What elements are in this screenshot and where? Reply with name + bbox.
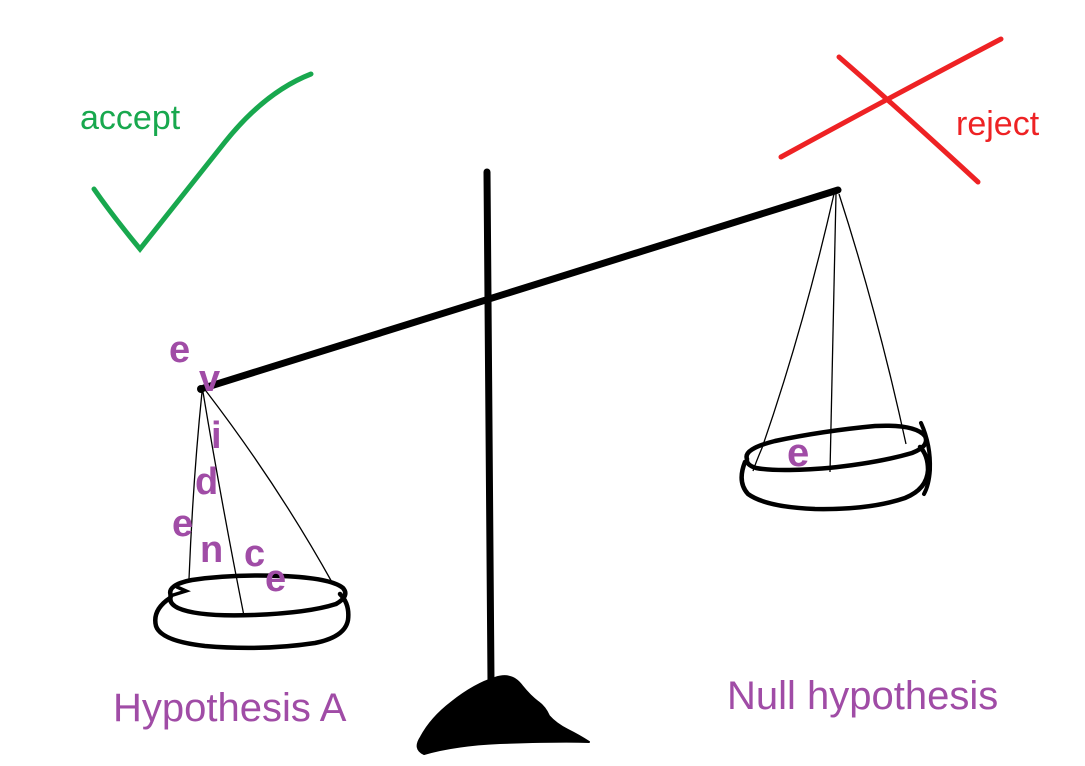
left-pan-body-outline <box>153 591 351 651</box>
left-pan-rim-hook <box>168 585 191 598</box>
x-cross-icon-stroke-1 <box>836 54 981 185</box>
evidence-letter-e3: e <box>265 558 286 600</box>
right-pan-group <box>739 193 933 512</box>
left-pan-string-right <box>205 390 334 585</box>
right-pan-string-left <box>752 193 835 472</box>
left-pan-rim-outline <box>167 573 348 618</box>
left-pan-label: Hypothesis A <box>113 686 347 730</box>
right-pan-label: Null hypothesis <box>727 674 998 718</box>
checkmark-icon <box>91 71 314 253</box>
reject-annotation: reject <box>778 36 1040 185</box>
center-post <box>483 168 495 686</box>
accept-annotation: accept <box>80 71 314 253</box>
scale-stand <box>197 168 842 755</box>
evidence-letter-n: n <box>200 529 223 571</box>
beam-line <box>200 186 842 392</box>
right-pan-letter-e: e <box>787 431 809 475</box>
right-pan-string-middle <box>829 193 837 473</box>
evidence-letter-e1: e <box>169 329 190 371</box>
evidence-letter-v: v <box>199 358 220 400</box>
left-beam-knot-dot <box>197 385 205 393</box>
right-pan-string-right <box>838 193 907 445</box>
right-pan-tail-stroke <box>919 421 933 496</box>
evidence-letter-i: i <box>211 415 222 457</box>
x-cross-icon-stroke-2 <box>778 36 1004 160</box>
right-pan-rim-outline <box>744 423 929 473</box>
evidence-letter-c: c <box>244 533 265 575</box>
reject-label: reject <box>956 105 1040 143</box>
right-pan-body-outline <box>739 444 931 512</box>
evidence-letters: e v i d e n c e <box>169 329 286 600</box>
evidence-letter-e2: e <box>172 503 193 545</box>
left-pan-string-left <box>188 391 203 580</box>
accept-label: accept <box>80 99 181 137</box>
left-pan-group <box>153 390 351 651</box>
base-mound <box>416 675 590 755</box>
left-pan-string-middle <box>202 391 245 617</box>
evidence-letter-d: d <box>195 461 218 503</box>
